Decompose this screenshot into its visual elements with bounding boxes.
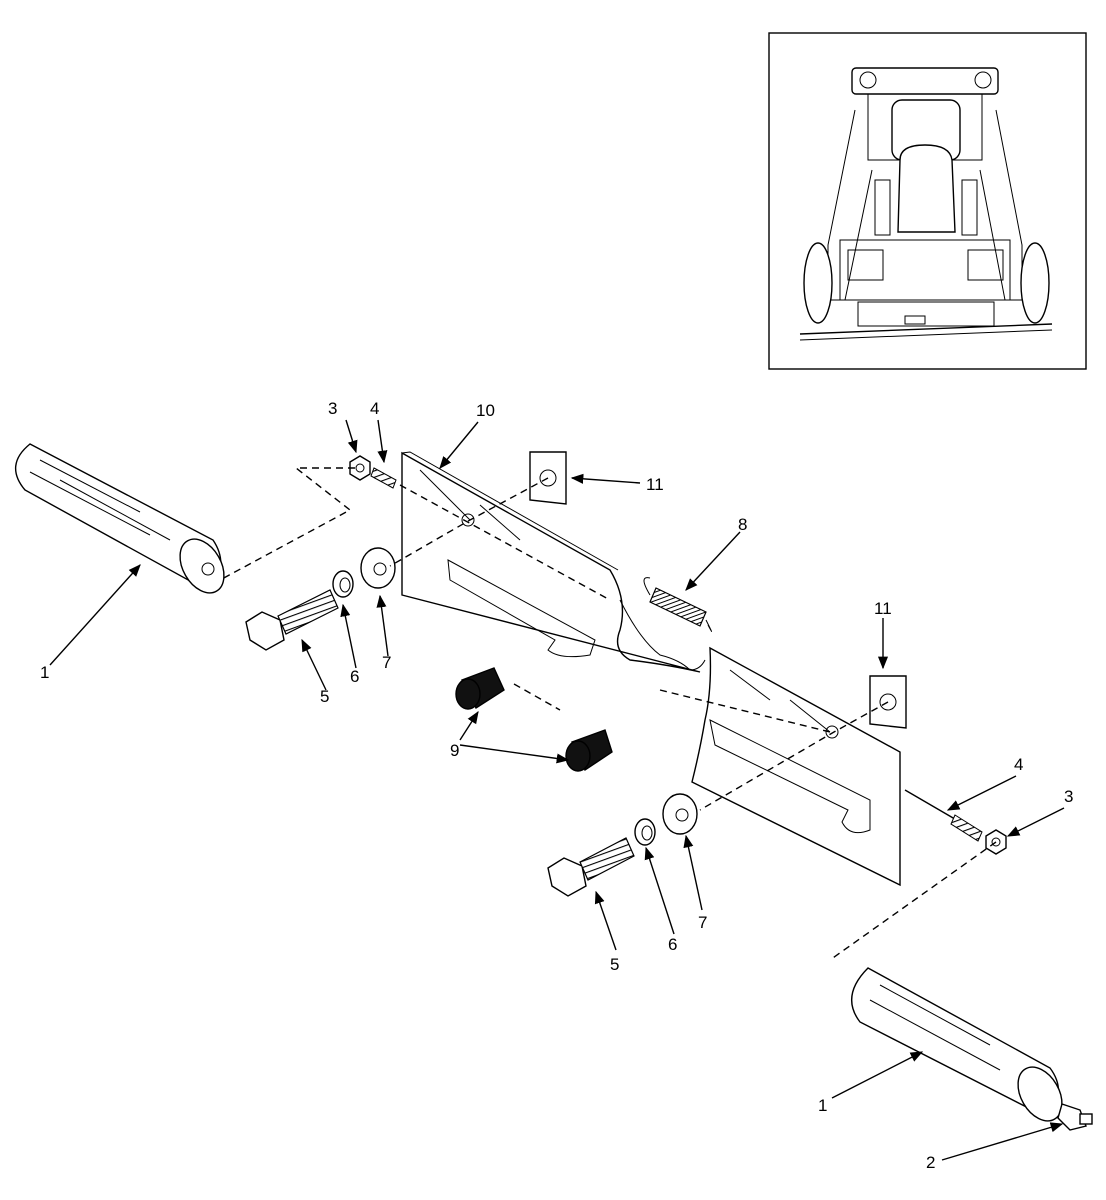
- spring: [643, 577, 712, 632]
- locator-inset: [768, 32, 1087, 370]
- lockwasher-right: [634, 818, 656, 846]
- stud-right: [904, 789, 983, 842]
- callout-5-right: 5: [610, 955, 619, 974]
- callout-8: 8: [738, 515, 747, 534]
- callout-5-left: 5: [320, 687, 329, 706]
- bumper-bottom: [565, 729, 613, 772]
- callout-1-left: 1: [40, 663, 49, 682]
- callout-10: 10: [476, 401, 495, 420]
- tube-left: [15, 443, 225, 594]
- lockwasher-left: [332, 570, 354, 598]
- stud-left: [370, 467, 397, 489]
- leader-lines: [49, 419, 1065, 1161]
- callout-2: 2: [926, 1153, 935, 1172]
- callout-4-left: 4: [370, 399, 379, 418]
- bolt-right: [547, 837, 635, 897]
- callout-11-top: 11: [646, 475, 664, 494]
- mount-plate-left: [401, 451, 701, 673]
- mount-plate-right: [691, 646, 901, 887]
- callout-4-right: 4: [1014, 755, 1023, 774]
- callout-3-left: 3: [328, 399, 337, 418]
- assembly-lines: [219, 467, 997, 961]
- bumper-top: [455, 667, 505, 710]
- nut-left: [349, 455, 371, 481]
- tube-right: [851, 967, 1063, 1122]
- washer-right: [662, 793, 698, 835]
- skid-steer-illustration: [799, 67, 1053, 341]
- callout-7-left: 7: [382, 653, 391, 672]
- callout-11-right: 11: [874, 599, 892, 618]
- callout-labels: 1 1 2 3 3 4 4 5 5 6 6 7 7 8 9 10 11 11: [40, 399, 1073, 1172]
- callout-7-right: 7: [698, 913, 707, 932]
- washer-left: [360, 547, 396, 589]
- callout-9: 9: [450, 741, 459, 760]
- bolt-left: [245, 589, 339, 651]
- grease-fitting: [1057, 1103, 1093, 1131]
- callout-6-right: 6: [668, 935, 677, 954]
- callout-6-left: 6: [350, 667, 359, 686]
- callout-1-right: 1: [818, 1096, 827, 1115]
- callout-3-right: 3: [1064, 787, 1073, 806]
